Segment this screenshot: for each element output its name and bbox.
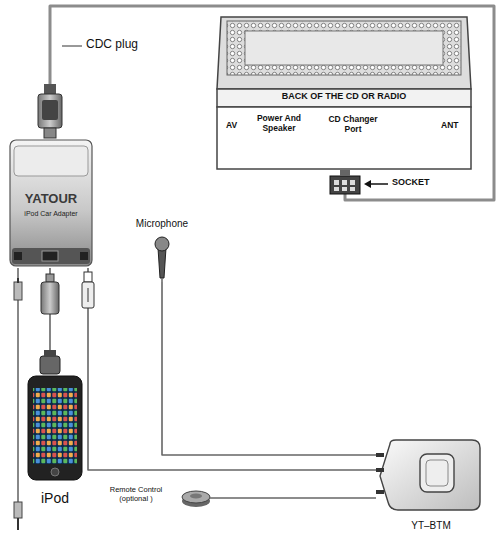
drawing-part (342, 187, 347, 191)
drawing-part (426, 460, 448, 486)
drawing-part (44, 84, 56, 94)
cable-connector (162, 282, 376, 455)
drawing-part (82, 282, 94, 308)
drawing-part (158, 248, 166, 278)
microphone: Microphone (120, 218, 204, 282)
drawing-part (88, 288, 89, 302)
drawing-part (245, 31, 443, 65)
part-label: CDC plug (86, 38, 138, 52)
drawing-part (350, 180, 355, 185)
part-label: AV (226, 121, 237, 131)
drawing-part (38, 94, 62, 128)
part-label: Power And Speaker (250, 114, 308, 134)
drawing-part (42, 251, 58, 261)
adapter-box: YATOUR iPod Car Adapter (8, 138, 94, 268)
drawing-part (40, 356, 60, 374)
bluetooth-module: YT–BTM (376, 436, 486, 536)
drawing-part (44, 128, 56, 138)
remote-control: Remote Control (optional ) (100, 484, 218, 512)
drawing-part (17, 278, 19, 283)
drawing-part (334, 180, 339, 185)
drawing-part (182, 491, 210, 503)
node-text: Remote Control (optional ) (104, 486, 168, 503)
drawing-part (51, 468, 59, 476)
drawing-part (14, 146, 88, 176)
drawing-part (28, 376, 82, 480)
ipod-device: iPod (24, 374, 86, 512)
cable-connector (88, 268, 376, 470)
drawing-part (14, 252, 22, 260)
drawing-part (420, 454, 454, 492)
drawing-part (17, 518, 19, 530)
drawing-part (376, 468, 384, 472)
drawing-part (44, 350, 56, 356)
drawing-part (84, 272, 92, 282)
drawing-part (33, 388, 77, 464)
drawing-part (376, 490, 384, 494)
node-text: iPod (41, 490, 69, 506)
drawing-part (376, 453, 384, 457)
drawing-part (10, 140, 92, 266)
cdc-plug (38, 84, 62, 138)
radio-back-panel: BACK OF THE CD OR RADIO (215, 15, 473, 171)
drawing-part (227, 21, 461, 75)
part-label: CD Changer Port (322, 115, 384, 135)
node-text: Microphone (136, 218, 188, 230)
drawing-part (17, 268, 19, 520)
drawing-part (155, 237, 169, 251)
drawing-part (364, 180, 371, 188)
leader-line (62, 46, 82, 47)
drawing-part (340, 170, 350, 176)
drawing-part (14, 282, 22, 300)
drawing-part (190, 494, 202, 499)
drawing-part (350, 187, 355, 191)
drawing-part (334, 187, 339, 191)
drawing-part (46, 274, 54, 282)
drawing-part (217, 89, 471, 107)
cable-connector (218, 497, 376, 499)
drawing-part (217, 17, 471, 89)
dock-plug (40, 274, 60, 374)
part-label: SOCKET (392, 177, 430, 187)
cable-connector (50, 6, 494, 200)
node-text: YATOUR (25, 192, 78, 207)
usb-plug (82, 272, 94, 308)
audio-cable (14, 268, 22, 530)
drawing-part (33, 388, 77, 464)
drawing-part (42, 100, 58, 120)
drawing-part (12, 248, 90, 264)
node-text: YT–BTM (411, 520, 450, 532)
drawing-part (210, 497, 218, 499)
drawing-part (80, 252, 88, 260)
drawing-part (14, 502, 22, 518)
socket-connector (330, 170, 360, 194)
drawing-part (342, 180, 347, 185)
drawing-part (41, 282, 59, 314)
drawing-part (330, 176, 360, 194)
socket-arrow (364, 180, 388, 188)
drawing-part (161, 278, 163, 282)
drawing-part (380, 440, 480, 510)
node-text: BACK OF THE CD OR RADIO (282, 91, 407, 101)
part-label: ANT (441, 121, 458, 131)
node-text: iPod Car Adapter (24, 210, 77, 218)
drawing-part (217, 107, 471, 169)
